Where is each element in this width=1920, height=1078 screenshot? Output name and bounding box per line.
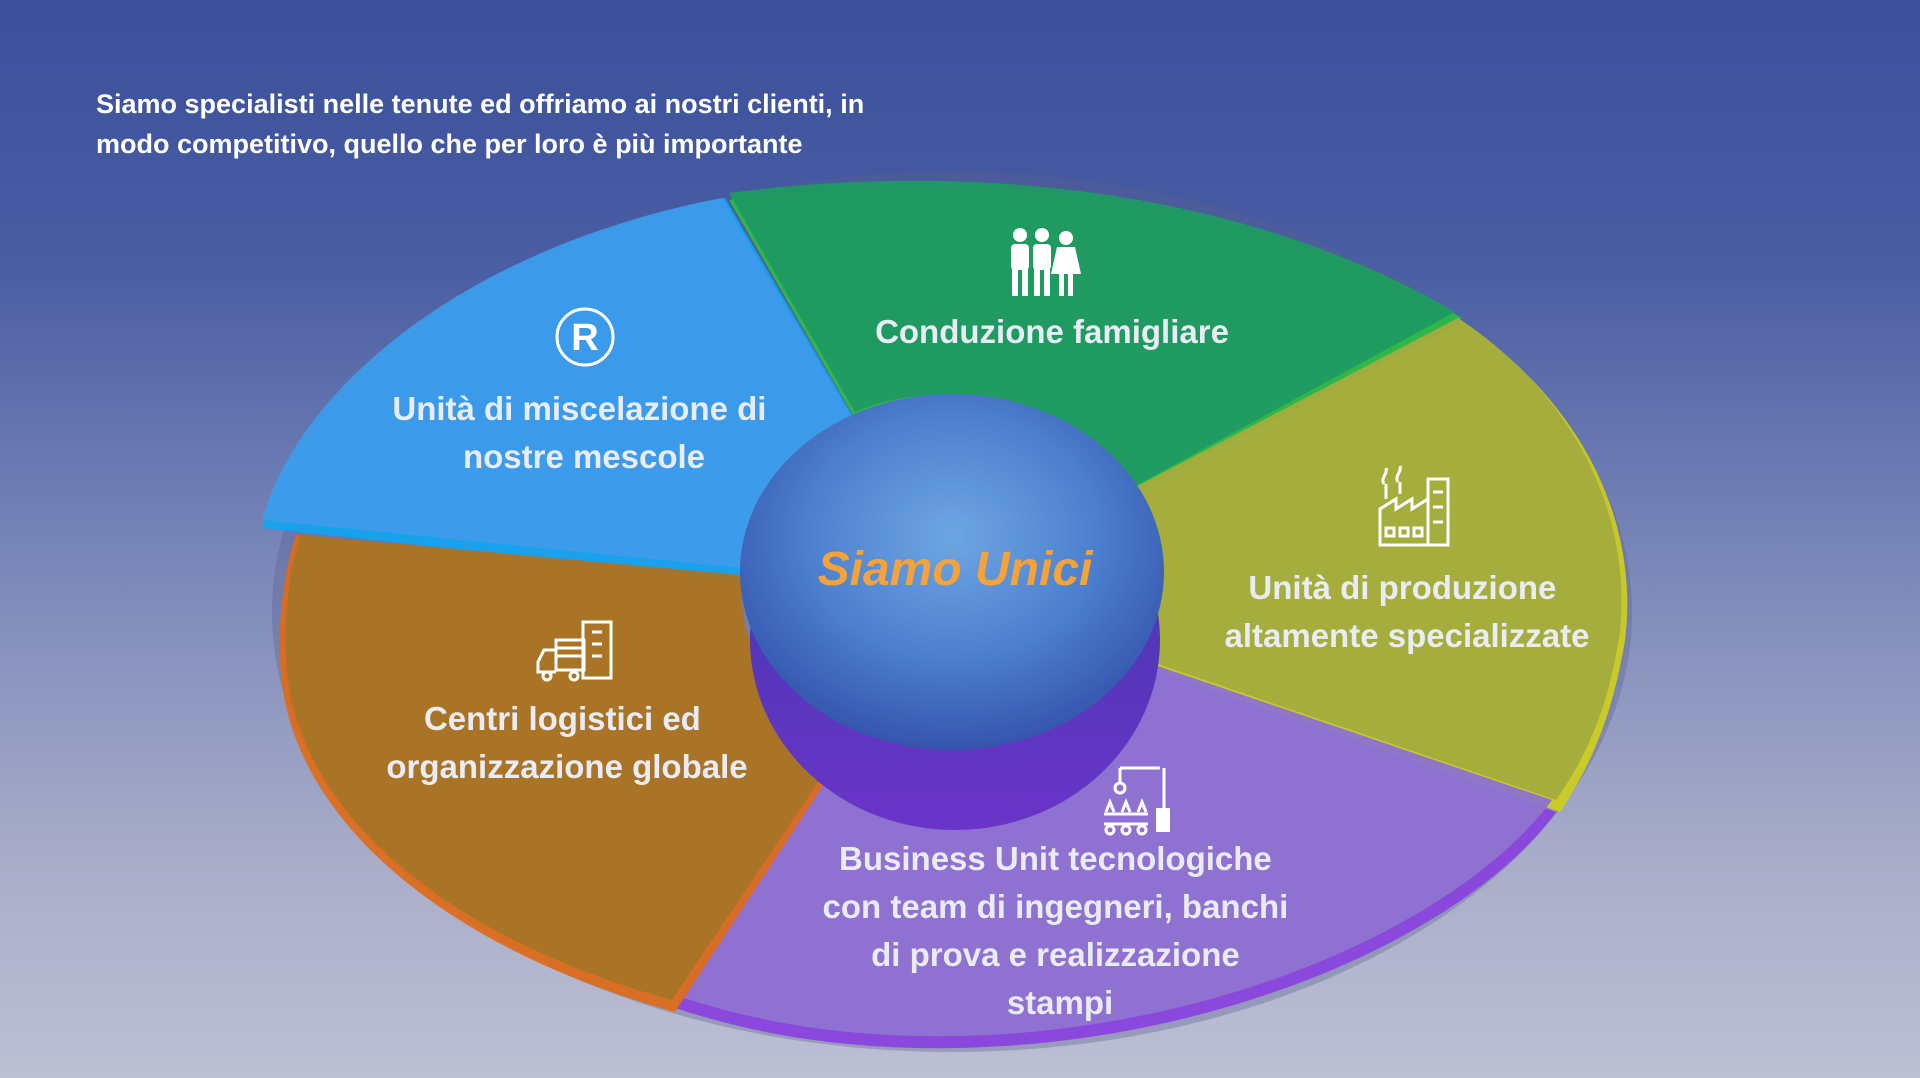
segment-business-unit-line-3: di prova e realizzazione (871, 936, 1240, 973)
segment-produzione-line-1: Unità di produzione (1248, 569, 1556, 606)
center-sphere[interactable] (740, 394, 1164, 750)
segment-business-unit[interactable] (675, 662, 1556, 1049)
segment-conduzione[interactable] (729, 180, 1462, 501)
segment-produzione-face (1126, 318, 1622, 800)
segment-logistica-label: Centri logistici ed organizzazione globa… (386, 700, 747, 785)
segment-conduzione-label: Conduzione famigliare (875, 313, 1229, 350)
segment-business-unit-label: Business Unit tecnologiche con team di i… (823, 840, 1298, 1021)
truck-warehouse-icon (536, 620, 613, 682)
segment-miscelazione-label: Unità di miscelazione di nostre mescole (392, 390, 775, 475)
segment-produzione[interactable] (1126, 318, 1628, 812)
factory-icon (1378, 465, 1450, 547)
svg-text:R: R (571, 317, 598, 359)
segment-business-unit-line-1: Business Unit tecnologiche (839, 840, 1272, 877)
segment-conduzione-line-1: Conduzione famigliare (875, 313, 1229, 350)
segment-miscelazione-line-1: Unità di miscelazione di (392, 390, 766, 427)
intro-line-1: Siamo specialisti nelle tenute ed offria… (96, 89, 865, 119)
intro-line-2: modo competitivo, quello che per loro è … (96, 129, 803, 159)
family-icon (1011, 228, 1081, 296)
segment-logistica-face (285, 535, 843, 1000)
center-label: Siamo Unici (818, 543, 1094, 596)
segment-logistica-line-2: organizzazione globale (386, 748, 747, 785)
segment-produzione-label: Unità di produzione altamente specializz… (1225, 569, 1590, 654)
segment-business-unit-line-2: con team di ingegneri, banchi (823, 888, 1289, 925)
segment-business-unit-line-4: stampi (1007, 984, 1113, 1021)
segment-miscelazione[interactable] (262, 198, 855, 580)
robot-arm-assembly-icon (1104, 766, 1170, 836)
segment-produzione-line-2: altamente specializzate (1225, 617, 1590, 654)
segment-logistica[interactable] (279, 535, 846, 1012)
registered-trademark-icon: R (555, 307, 615, 367)
segment-business-unit-face (678, 662, 1552, 1037)
segment-miscelazione-face (262, 198, 852, 568)
segment-logistica-line-1: Centri logistici ed (424, 700, 701, 737)
segment-conduzione-face (729, 180, 1455, 491)
intro-text: Siamo specialisti nelle tenute ed offria… (96, 84, 916, 164)
segment-miscelazione-line-2: nostre mescole (463, 438, 705, 475)
